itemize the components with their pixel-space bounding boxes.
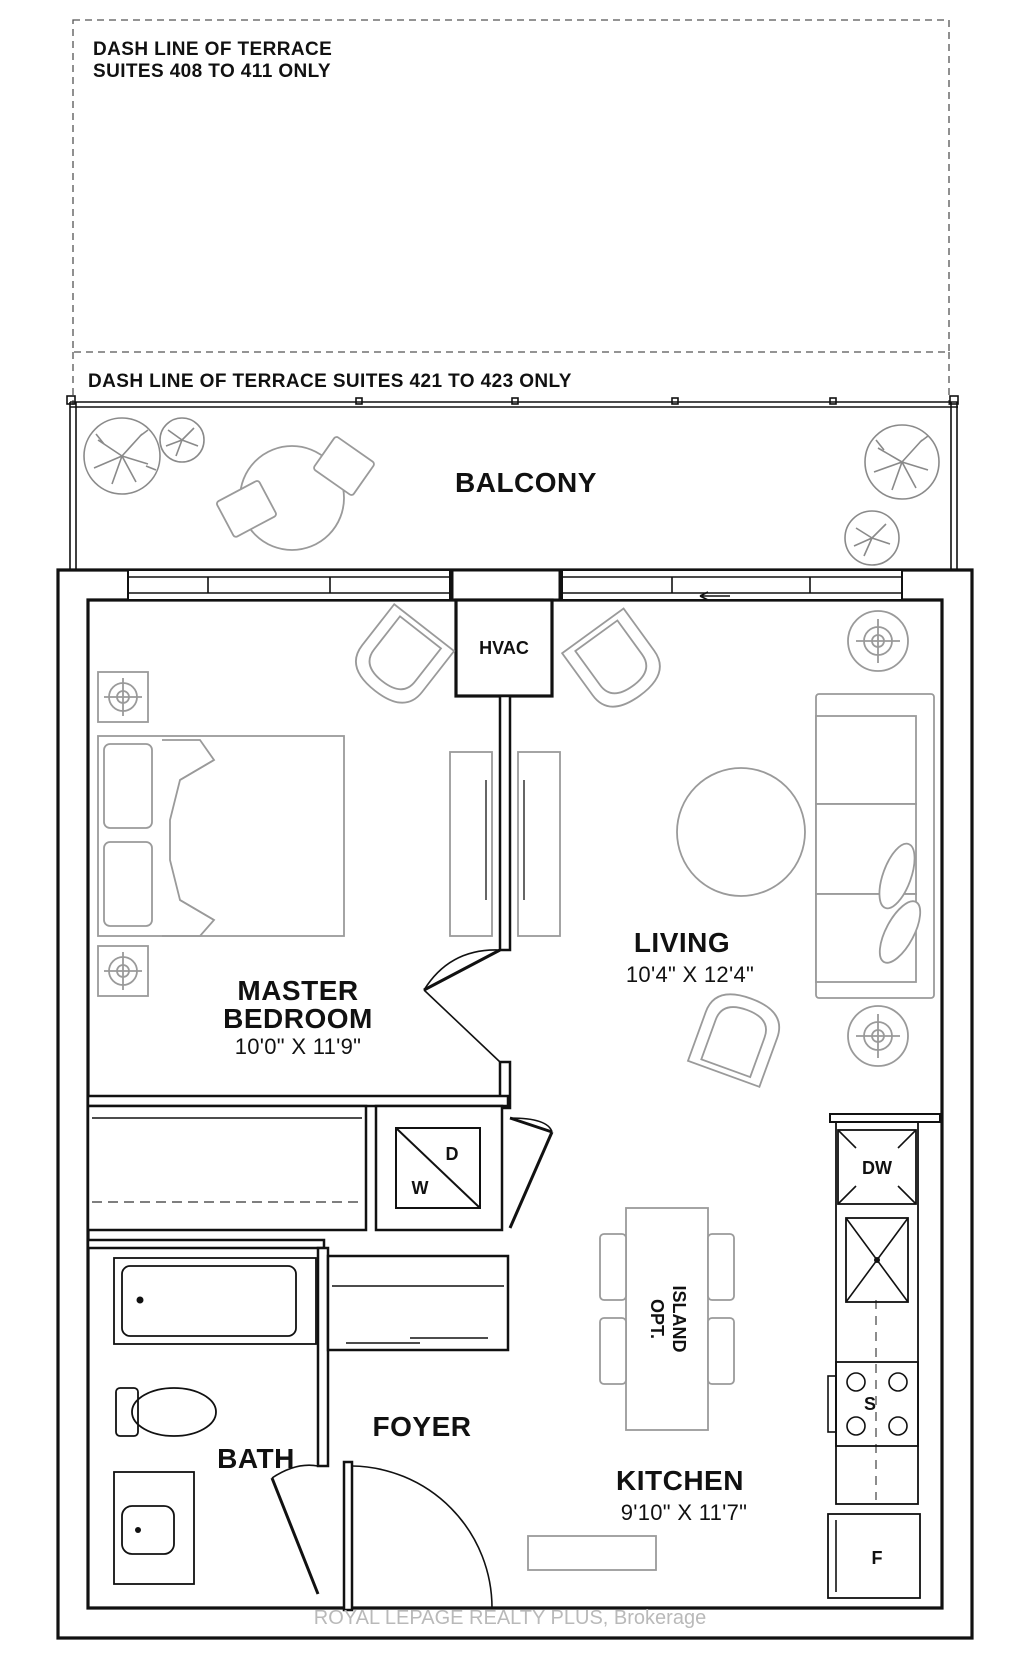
door-swing-icon [423,948,501,1063]
lamp-table-icon [847,610,909,672]
washer-dryer-icon: D W [395,1127,481,1209]
bed-icon [97,735,345,937]
door-swing-icon [270,1464,320,1595]
terrace-note-upper-line2: SUITES 408 TO 411 ONLY [93,61,331,82]
tree-icon [844,510,900,566]
room-dimensions-master-bedroom: 10'0" X 11'9" [235,1034,362,1059]
sink-icon [845,1217,909,1303]
balcony-table-set [216,436,375,551]
room-label-kitchen: KITCHEN [616,1465,744,1496]
dishwasher-icon: DW [837,1129,917,1205]
armchair-icon [686,993,781,1088]
terrace-note-upper-line1: DASH LINE OF TERRACE [93,39,332,60]
island-icon: OPT. ISLAND [599,1207,735,1431]
room-label-living: LIVING [634,927,730,958]
bathtub-icon [113,1257,317,1345]
fridge-label: F [872,1548,883,1568]
doors [270,948,554,1612]
island-label-line1: OPT. [647,1299,667,1339]
sofa-icon [815,693,935,999]
fridge-icon: F [827,1513,921,1599]
stove-label: S [864,1394,876,1414]
hvac-closet [454,598,554,698]
nightstand-lamp-icon [97,945,149,997]
island-label-line2: ISLAND [669,1286,689,1353]
nightstand-lamp-icon [97,671,149,723]
wardrobe-icon [449,751,561,937]
tree-icon [864,424,940,500]
coffee-table-icon [676,767,806,897]
entry-door [342,1460,493,1612]
terrace-dash-lines: DASH LINE OF TERRACE SUITES 408 TO 411 O… [72,19,950,405]
armchair-icon [560,607,661,708]
dishwasher-label: DW [862,1158,892,1178]
room-dimensions-living: 10'4" X 12'4" [626,962,754,987]
stove-icon: S [827,1361,919,1447]
room-label-hvac: HVAC [479,638,529,658]
washer-label: W [412,1178,429,1198]
room-label-master-bedroom-line1: MASTER [237,975,358,1006]
terrace-dash-line-upper [72,19,950,353]
bedroom-furniture [97,602,561,997]
room-label-bath: BATH [217,1443,295,1474]
door-swing-icon [508,1116,554,1229]
watermark: ROYAL LEPAGE REALTY PLUS, Brokerage [314,1607,706,1629]
terrace-note-lower: DASH LINE OF TERRACE SUITES 421 TO 423 O… [88,371,572,392]
lamp-table-icon [847,1005,909,1067]
room-label-balcony: BALCONY [455,467,597,498]
balcony-railing [66,395,959,572]
living-furniture [560,607,935,1088]
toilet-icon [115,1387,217,1437]
room-dimensions-kitchen: 9'10" X 11'7" [621,1500,748,1525]
dryer-label: D [446,1144,459,1164]
chair-icon [313,436,375,496]
armchair-icon [355,602,456,704]
chair-icon [216,480,277,538]
entry-bench-icon [527,1535,657,1571]
tree-icon [159,417,205,463]
balcony-plants [83,417,940,566]
tree-icon [83,417,161,495]
room-label-foyer: FOYER [373,1411,472,1442]
interior-walls: HVAC [86,598,941,1468]
room-label-master-bedroom-line2: BEDROOM [223,1003,373,1034]
kitchen-counter: DW S F [827,1121,921,1599]
exterior-walls [56,568,974,1640]
sink-icon [113,1471,195,1585]
